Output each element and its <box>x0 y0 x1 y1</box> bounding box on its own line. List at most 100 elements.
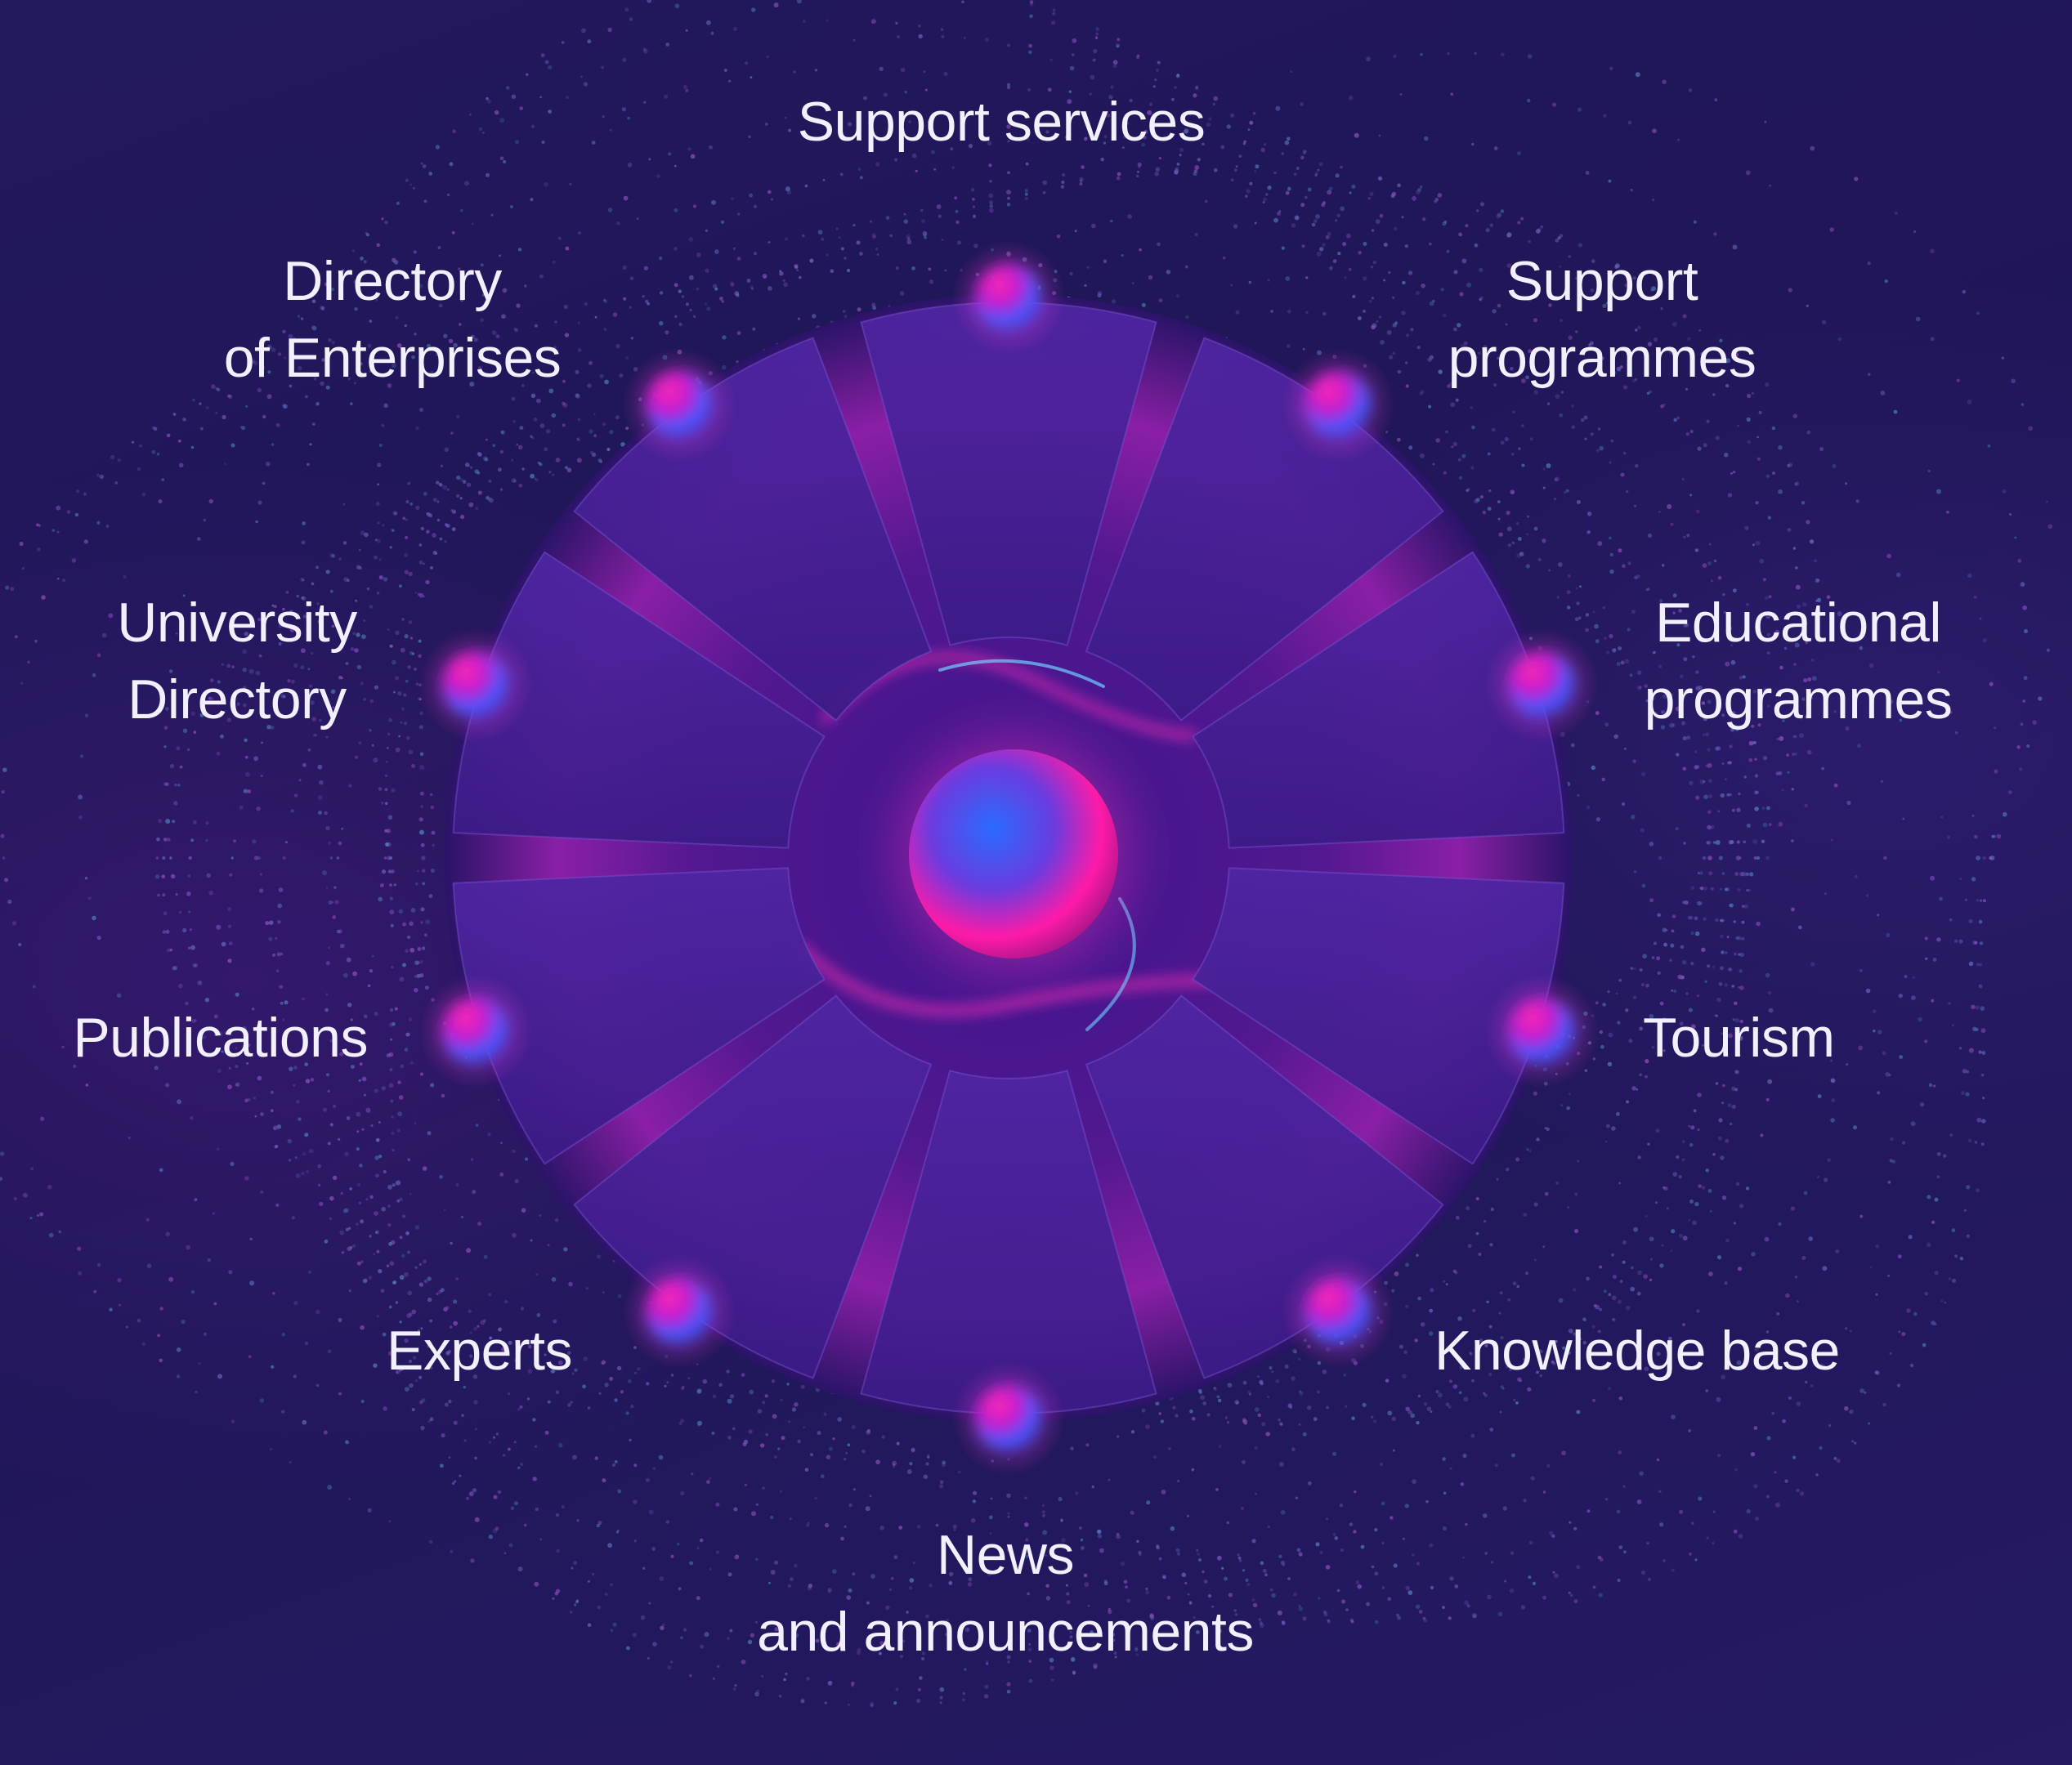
particle-dot <box>340 677 343 680</box>
particle-dot <box>217 1374 222 1379</box>
particle-dot <box>1620 472 1625 477</box>
particle-dot <box>419 765 425 771</box>
particle-dot <box>1691 1521 1694 1525</box>
particle-dot <box>387 869 392 874</box>
particle-dot <box>490 213 494 217</box>
particle-dot <box>350 402 353 405</box>
menu-item-tourism[interactable]: Tourism <box>1643 999 1970 1076</box>
particle-dot <box>379 575 384 580</box>
particle-dot <box>1352 295 1355 298</box>
particle-dot <box>395 630 400 636</box>
particle-dot <box>770 1570 776 1575</box>
particle-dot <box>784 116 787 119</box>
label-line: programmes <box>1448 327 1757 389</box>
particle-dot <box>1755 790 1759 794</box>
particle-dot <box>1255 164 1260 169</box>
particle-dot <box>275 936 278 941</box>
particle-dot <box>903 212 906 216</box>
particle-dot <box>1927 469 1931 473</box>
particle-dot <box>389 1261 395 1266</box>
node-orb-support-programmes[interactable] <box>1305 372 1372 438</box>
particle-dot <box>414 592 418 595</box>
particle-dot <box>346 662 350 666</box>
menu-item-support-services[interactable]: Support services <box>736 83 1267 160</box>
node-orb-publications[interactable] <box>442 998 508 1064</box>
particle-dot <box>1536 1370 1539 1374</box>
particle-dot <box>189 928 192 932</box>
particle-dot <box>318 795 323 800</box>
particle-dot <box>1733 1529 1738 1534</box>
particle-dot <box>1487 1594 1492 1600</box>
particle-dot <box>382 1332 387 1337</box>
particle-dot <box>353 648 358 653</box>
particle-dot <box>732 26 738 32</box>
menu-item-educational-programmes[interactable]: Educational programmes <box>1577 584 2019 738</box>
node-orb-news-and-announcements[interactable] <box>976 1386 1041 1451</box>
particle-dot <box>621 107 627 112</box>
particle-dot <box>1303 150 1307 154</box>
label-line: Knowledge base <box>1434 1320 1840 1382</box>
particle-dot <box>359 1219 365 1224</box>
particle-dot <box>226 717 232 722</box>
particle-dot <box>1296 1548 1301 1553</box>
particle-dot <box>302 521 306 525</box>
particle-dot <box>1755 790 1759 794</box>
particle-dot <box>1768 1008 1774 1013</box>
particle-dot <box>1479 1338 1483 1343</box>
particle-dot <box>1864 1391 1867 1394</box>
particle-dot <box>381 1206 386 1212</box>
menu-item-experts[interactable]: Experts <box>245 1312 573 1389</box>
node-orb-knowledge-base[interactable] <box>1305 1278 1372 1344</box>
menu-item-news-and-announcements[interactable]: News and announcements <box>719 1517 1291 1670</box>
node-orb-educational-programmes[interactable] <box>1509 652 1575 718</box>
particle-dot <box>432 498 437 503</box>
node-orb-directory-of-enterprises[interactable] <box>646 372 712 438</box>
particle-dot <box>1287 1403 1292 1408</box>
particle-dot <box>1676 753 1680 757</box>
particle-dot <box>1026 137 1030 141</box>
particle-dot <box>1693 220 1697 224</box>
particle-dot <box>964 1668 967 1671</box>
particle-dot <box>344 1207 350 1213</box>
particle-dot <box>402 922 407 927</box>
particle-dot <box>750 285 754 289</box>
menu-item-publications[interactable]: Publications <box>16 999 368 1076</box>
particle-dot <box>845 1451 848 1454</box>
particle-dot <box>1666 1207 1669 1210</box>
particle-dot <box>414 987 418 993</box>
particle-dot <box>721 300 724 303</box>
particle-dot <box>186 1244 191 1250</box>
particle-dot <box>243 789 248 793</box>
particle-dot <box>957 1470 961 1474</box>
particle-dot <box>1112 64 1117 69</box>
particle-dot <box>1683 535 1686 539</box>
particle-dot <box>301 596 305 600</box>
particle-dot <box>1385 1378 1390 1383</box>
particle-dot <box>1859 1214 1864 1218</box>
menu-item-support-programmes[interactable]: Support programmes <box>1390 243 1815 396</box>
particle-dot <box>1694 750 1698 753</box>
particle-dot <box>455 1277 459 1280</box>
particle-dot <box>1612 1318 1617 1322</box>
particle-dot <box>443 1307 448 1312</box>
particle-dot <box>300 577 304 582</box>
particle-dot <box>1366 56 1371 62</box>
particle-dot <box>642 48 648 54</box>
particle-dot <box>1616 1509 1621 1514</box>
particle-dot <box>2046 500 2048 503</box>
particle-dot <box>169 856 172 860</box>
particle-dot <box>395 1180 401 1186</box>
particle-dot <box>1217 1629 1222 1634</box>
node-orb-tourism[interactable] <box>1509 998 1575 1064</box>
particle-dot <box>474 1428 477 1431</box>
particle-dot <box>1056 234 1061 239</box>
menu-item-university-directory[interactable]: University Directory <box>82 584 392 738</box>
node-orb-university-directory[interactable] <box>442 652 508 718</box>
particle-dot <box>1915 316 1921 322</box>
node-orb-experts[interactable] <box>646 1278 712 1344</box>
menu-item-directory-of-enterprises[interactable]: Directory of Enterprises <box>196 243 588 396</box>
particle-dot <box>426 512 431 516</box>
particle-dot <box>1692 655 1695 659</box>
menu-item-knowledge-base[interactable]: Knowledge base <box>1434 1312 1892 1389</box>
node-orb-support-services[interactable] <box>976 265 1041 330</box>
